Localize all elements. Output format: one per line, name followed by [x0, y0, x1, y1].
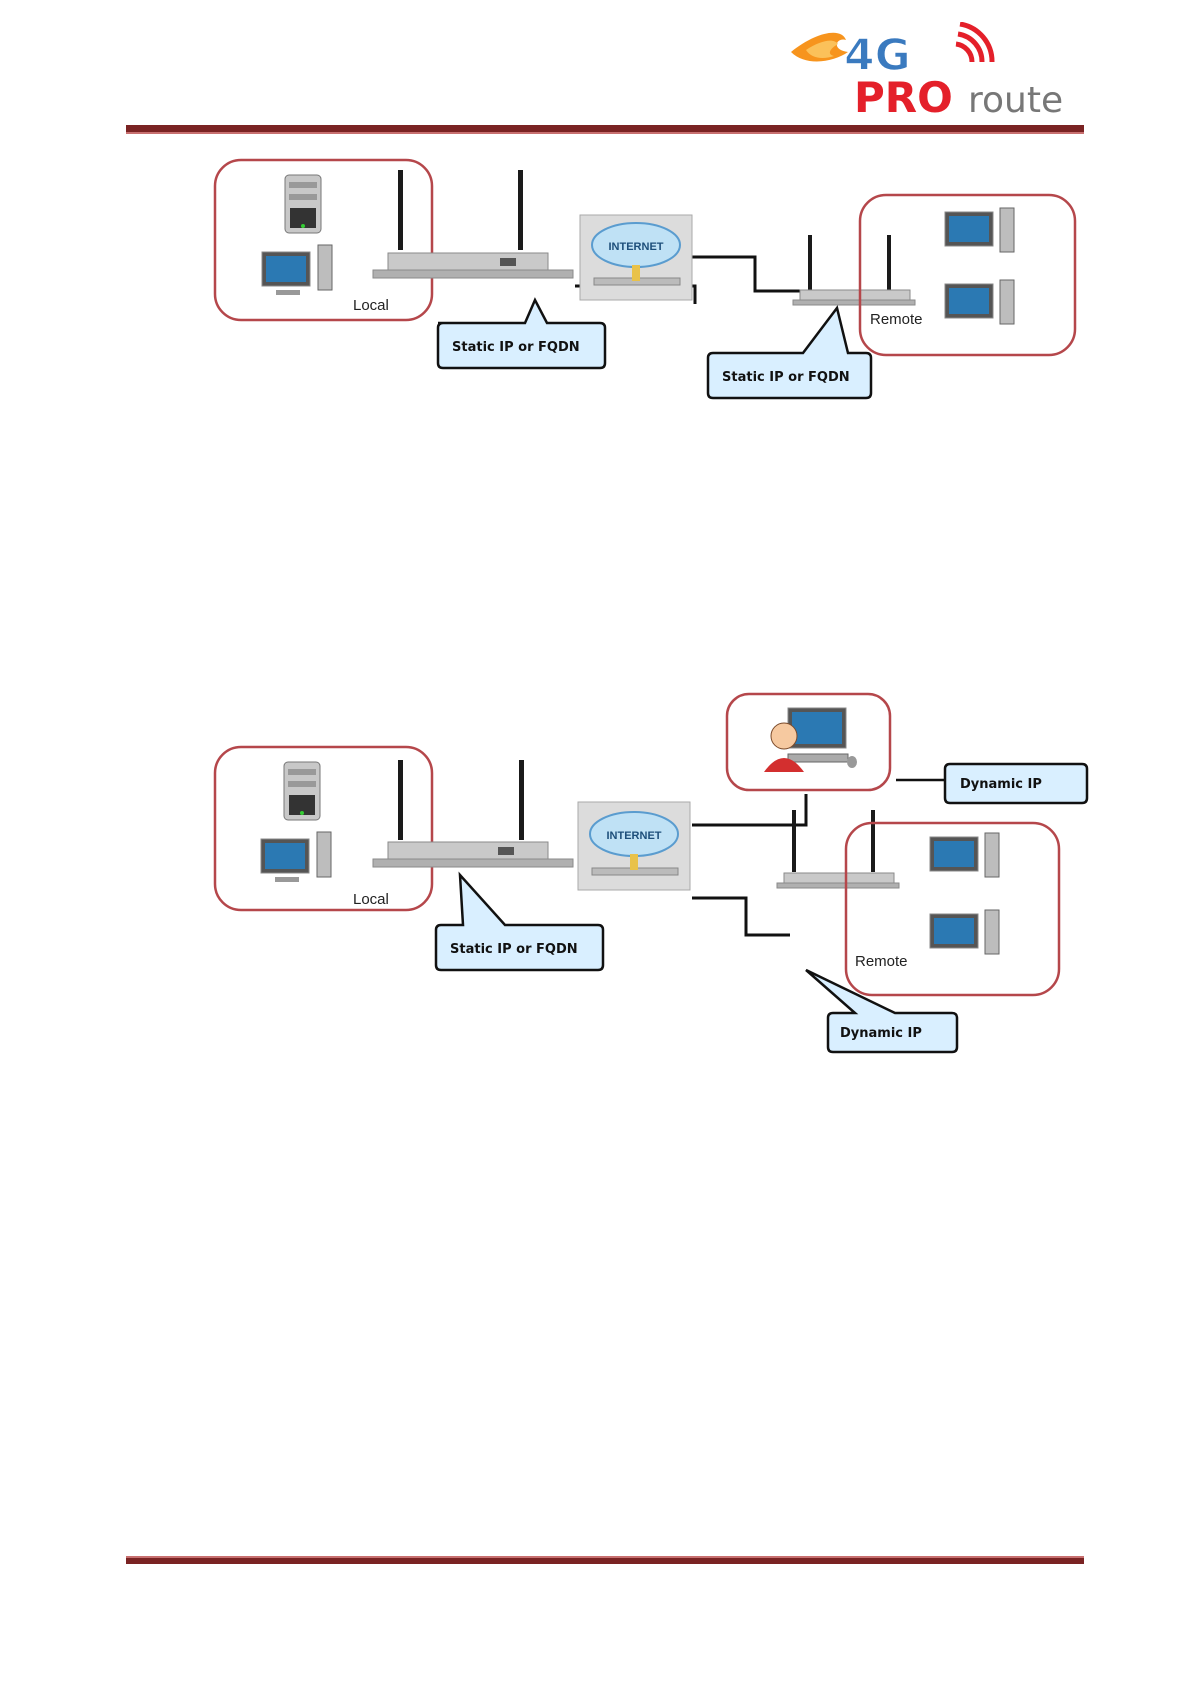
- vpn-diagram-dynamic: Local INTERNET: [0, 690, 1191, 1060]
- internet-label: INTERNET: [607, 830, 662, 842]
- callout-operator-dynamic-ip: Dynamic IP: [945, 764, 1087, 803]
- remote-router-icon: [777, 810, 899, 888]
- internet-cloud-icon: INTERNET: [578, 802, 690, 890]
- svg-text:Static IP or FQDN: Static IP or FQDN: [722, 370, 850, 385]
- server-icon: [285, 175, 321, 233]
- svg-text:Static IP or FQDN: Static IP or FQDN: [450, 942, 578, 957]
- desktop-computer-icon: [261, 832, 331, 882]
- svg-text:Dynamic IP: Dynamic IP: [840, 1026, 922, 1041]
- remote-label: Remote: [855, 953, 908, 970]
- remote-label: Remote: [870, 311, 923, 328]
- internet-cloud-icon: INTERNET: [580, 215, 692, 300]
- vpn-diagram-static: Local INTERNET: [0, 150, 1191, 420]
- server-icon: [284, 762, 320, 820]
- svg-text:Dynamic IP: Dynamic IP: [960, 777, 1042, 792]
- remote-desktop-icon: [945, 280, 1014, 324]
- operator-workstation-icon: [764, 708, 857, 772]
- remote-desktop-icon: [930, 833, 999, 877]
- local-label: Local: [353, 297, 389, 314]
- 4g-proroute-logo: 4G PRO route: [786, 22, 1076, 118]
- svg-text:Static IP or FQDN: Static IP or FQDN: [452, 340, 580, 355]
- internet-label: INTERNET: [609, 241, 664, 253]
- local-label: Local: [353, 891, 389, 908]
- local-router-icon: [373, 760, 573, 867]
- logo-pro-text: PRO: [854, 73, 953, 118]
- remote-desktop-icon: [945, 208, 1014, 252]
- desktop-computer-icon: [262, 245, 332, 295]
- header-rule: [126, 125, 1084, 134]
- callout-remote-static-ip: Static IP or FQDN: [708, 308, 871, 398]
- footer-rule: [126, 1556, 1084, 1564]
- callout-local-static-ip: Static IP or FQDN: [438, 300, 605, 368]
- local-router-icon: [373, 170, 573, 278]
- remote-desktop-icon: [930, 910, 999, 954]
- logo-route-text: route: [968, 80, 1063, 118]
- remote-router-icon: [793, 235, 915, 305]
- callout-remote-dynamic-ip: Dynamic IP: [806, 970, 957, 1052]
